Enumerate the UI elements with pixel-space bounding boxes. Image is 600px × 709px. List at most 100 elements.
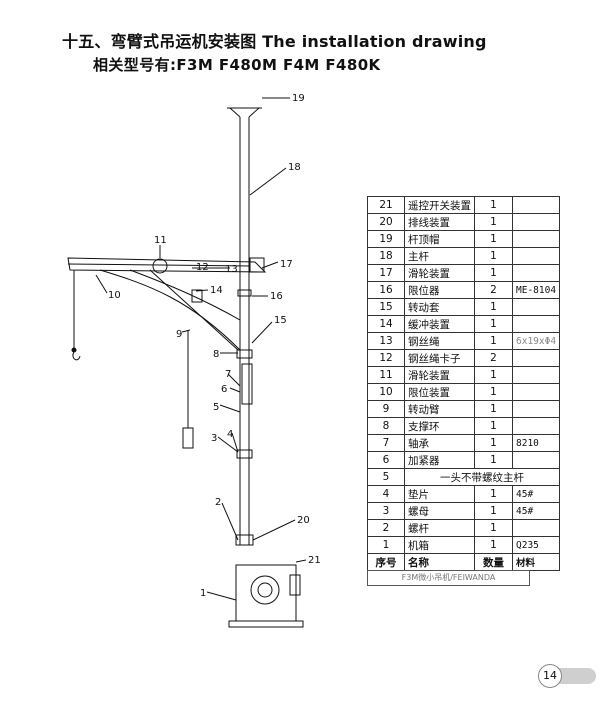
part-name: 缓冲装置 bbox=[404, 315, 475, 333]
part-name: 一头不带螺纹主杆 bbox=[403, 468, 561, 486]
part-material bbox=[511, 230, 561, 248]
part-material bbox=[511, 519, 561, 537]
part-material bbox=[511, 264, 561, 282]
part-material bbox=[511, 298, 561, 316]
page-number: 14 bbox=[538, 664, 562, 688]
part-name: 螺杆 bbox=[404, 519, 475, 537]
part-material bbox=[511, 213, 561, 231]
part-quantity: 1 bbox=[474, 451, 513, 469]
part-quantity: 1 bbox=[474, 247, 513, 265]
part-material: Q235 bbox=[511, 536, 561, 554]
part-material bbox=[511, 366, 561, 384]
part-quantity: 1 bbox=[474, 264, 513, 282]
part-number: 2 bbox=[367, 519, 405, 537]
part-material bbox=[511, 451, 561, 469]
part-number: 17 bbox=[367, 264, 405, 282]
part-number: 16 bbox=[367, 281, 405, 299]
part-number: 7 bbox=[367, 434, 405, 452]
part-quantity: 1 bbox=[474, 230, 513, 248]
part-name: 机箱 bbox=[404, 536, 475, 554]
part-name: 滑轮装置 bbox=[404, 264, 475, 282]
part-number: 8 bbox=[367, 417, 405, 435]
callout-label: 20 bbox=[297, 515, 310, 526]
part-number: 11 bbox=[367, 366, 405, 384]
part-number: 20 bbox=[367, 213, 405, 231]
callout-label: 9 bbox=[176, 329, 182, 340]
callout-label: 15 bbox=[274, 315, 287, 326]
part-material bbox=[511, 400, 561, 418]
callout-label: 18 bbox=[288, 162, 301, 173]
callout-label: 21 bbox=[308, 555, 321, 566]
part-quantity: 1 bbox=[474, 298, 513, 316]
part-quantity: 1 bbox=[474, 502, 513, 520]
part-name: 螺母 bbox=[404, 502, 475, 520]
part-name: 杆顶帽 bbox=[404, 230, 475, 248]
part-quantity: 1 bbox=[474, 383, 513, 401]
part-quantity: 1 bbox=[474, 485, 513, 503]
part-name: 轴承 bbox=[404, 434, 475, 452]
part-material: 6x19xΦ4 bbox=[511, 332, 561, 350]
part-number: 18 bbox=[367, 247, 405, 265]
part-quantity: 2 bbox=[474, 281, 513, 299]
part-quantity: 1 bbox=[474, 315, 513, 333]
part-quantity: 1 bbox=[474, 417, 513, 435]
part-number: 12 bbox=[367, 349, 405, 367]
callout-label: 8 bbox=[213, 349, 219, 360]
callout-label: 1 bbox=[200, 588, 206, 599]
part-number: 14 bbox=[367, 315, 405, 333]
related-models: 相关型号有:F3M F480M F4M F480K bbox=[93, 56, 381, 74]
part-name: 转动套 bbox=[404, 298, 475, 316]
part-name: 垫片 bbox=[404, 485, 475, 503]
part-material: ME-8104 bbox=[511, 281, 561, 299]
header-quantity: 数量 bbox=[474, 553, 513, 571]
part-number: 5 bbox=[367, 468, 405, 486]
part-quantity: 1 bbox=[474, 196, 513, 214]
part-name: 排线装置 bbox=[404, 213, 475, 231]
part-quantity: 1 bbox=[474, 536, 513, 554]
callout-label: 3 bbox=[211, 433, 217, 444]
callout-label: 10 bbox=[108, 290, 121, 301]
part-material bbox=[511, 383, 561, 401]
part-number: 19 bbox=[367, 230, 405, 248]
part-number: 15 bbox=[367, 298, 405, 316]
part-number: 6 bbox=[367, 451, 405, 469]
part-name: 限位器 bbox=[404, 281, 475, 299]
part-quantity: 1 bbox=[474, 434, 513, 452]
callout-label: 17 bbox=[280, 259, 293, 270]
table-header-row: 序号名称数量材料 bbox=[367, 553, 561, 571]
part-material bbox=[511, 196, 561, 214]
part-name: 钢丝绳 bbox=[404, 332, 475, 350]
part-number: 1 bbox=[367, 536, 405, 554]
part-quantity: 1 bbox=[474, 213, 513, 231]
callout-label: 14 bbox=[210, 285, 223, 296]
callout-label: 7 bbox=[225, 369, 231, 380]
part-number: 10 bbox=[367, 383, 405, 401]
part-number: 9 bbox=[367, 400, 405, 418]
part-quantity: 2 bbox=[474, 349, 513, 367]
header-name: 名称 bbox=[404, 553, 475, 571]
part-name: 转动臂 bbox=[404, 400, 475, 418]
table-caption: F3M微小吊机/FEIWANDA bbox=[367, 570, 530, 586]
part-material: 8210 bbox=[511, 434, 561, 452]
callout-label: 11 bbox=[154, 235, 167, 246]
part-name: 主杆 bbox=[404, 247, 475, 265]
part-number: 21 bbox=[367, 196, 405, 214]
callout-label: 13 bbox=[225, 264, 238, 275]
page-title: 十五、弯臂式吊运机安装图 The installation drawing bbox=[62, 32, 487, 51]
part-name: 支撑环 bbox=[404, 417, 475, 435]
part-material bbox=[511, 315, 561, 333]
part-quantity: 1 bbox=[474, 519, 513, 537]
part-name: 钢丝绳卡子 bbox=[404, 349, 475, 367]
